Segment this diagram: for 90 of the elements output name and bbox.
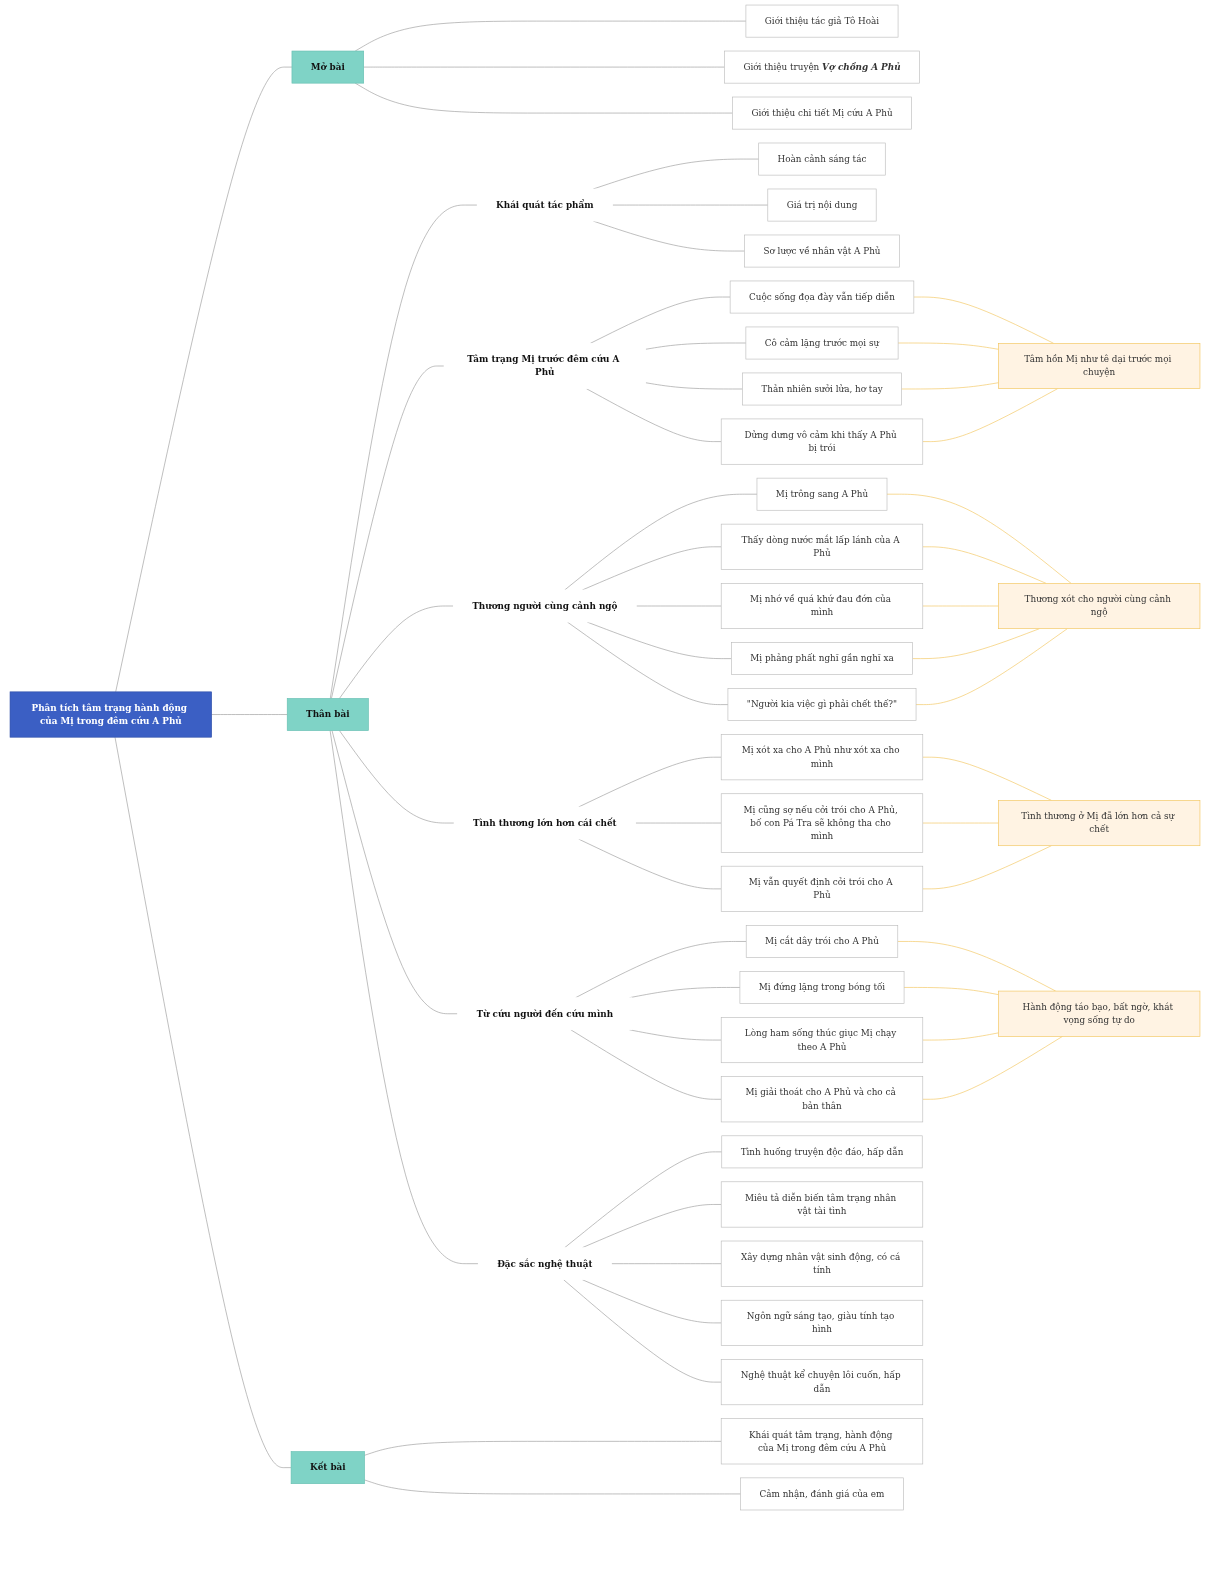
connector bbox=[886, 493, 1072, 584]
connector bbox=[635, 605, 722, 607]
node-box: Sơ lược về nhân vật A Phủ bbox=[744, 234, 900, 268]
node-box: Tình thương ở Mị đã lớn hơn cả sự chết bbox=[998, 800, 1201, 847]
node-box: Phân tích tâm trạng hành động của Mị trong đêm cứu A Phủ bbox=[9, 691, 212, 738]
node-box: Tình huống truyện độc đáo, hấp dẫn bbox=[721, 1135, 923, 1169]
node-box: Hoàn cảnh sáng tác bbox=[758, 142, 886, 176]
node-box: Giới thiệu tác giả Tô Hoài bbox=[745, 4, 899, 38]
connector bbox=[897, 941, 1056, 992]
node-box: Thản nhiên sưởi lửa, hơ tay bbox=[742, 372, 902, 406]
node-box: Xây dựng nhân vật sinh động, có cá tính bbox=[720, 1240, 924, 1287]
node-box: Thân bài bbox=[286, 698, 369, 731]
node-box: Cô cảm lặng trước mọi sự bbox=[745, 326, 899, 360]
node-box: Dửng dưng vô cảm khi thấy A Phủ bị trói bbox=[720, 418, 924, 465]
connector bbox=[645, 382, 743, 390]
node-box: Mị cũng sợ nếu cởi trói cho A Phủ, bố con Pá Tra sẽ không tha cho mình bbox=[720, 793, 924, 853]
connector bbox=[582, 1204, 722, 1248]
connector bbox=[564, 493, 758, 591]
connector bbox=[331, 365, 445, 699]
connector bbox=[575, 941, 747, 998]
connector bbox=[611, 1263, 722, 1264]
node-text: Tâm trạng Mị trước đêm cứu A Phủ bbox=[467, 354, 620, 378]
connector bbox=[339, 605, 454, 699]
node-box: Cuộc sống đọa đày vẫn tiếp diễn bbox=[729, 280, 915, 314]
connector bbox=[922, 822, 999, 824]
node-box: Cảm nhận, đánh giá của em bbox=[740, 1477, 904, 1511]
connector bbox=[115, 66, 293, 693]
connector bbox=[922, 1032, 999, 1041]
node-box: Nghệ thuật kể chuyện lôi cuốn, hấp dẫn bbox=[720, 1359, 924, 1406]
connector bbox=[629, 987, 741, 998]
node-box: Mị xót xa cho A Phủ như xót xa cho mình bbox=[720, 734, 924, 781]
node-text: Khái quát tác phẩm bbox=[496, 199, 594, 210]
node-box: Mị phảng phất nghĩ gần nghĩ xa bbox=[731, 642, 913, 675]
connector bbox=[903, 987, 999, 995]
node-box: Giới thiệu truyện Vợ chồng A Phủ bbox=[724, 50, 920, 84]
connector bbox=[897, 342, 999, 350]
node-box: "Người kia việc gì phải chết thế?" bbox=[727, 688, 917, 721]
connector bbox=[211, 714, 288, 715]
connector bbox=[922, 546, 1047, 584]
node-box: Giá trị nội dung bbox=[767, 188, 877, 222]
connector bbox=[913, 296, 1054, 344]
node-box: Mị vẫn quyết định cởi trói cho A Phủ bbox=[720, 865, 924, 912]
connector bbox=[915, 628, 1068, 705]
node-box: Ngôn ngữ sáng tạo, giàu tính tạo hình bbox=[720, 1299, 924, 1346]
connector bbox=[922, 388, 1058, 442]
connector bbox=[629, 1029, 722, 1041]
node-box: Thấy dòng nước mắt lấp lánh của A Phủ bbox=[720, 523, 924, 570]
node-box: Hành động táo bạo, bất ngờ, khát vọng sống tự do bbox=[998, 990, 1201, 1037]
connector bbox=[364, 1479, 741, 1495]
node-box: Mị cắt dây trói cho A Phủ bbox=[745, 925, 899, 958]
connector bbox=[922, 845, 1052, 890]
node-box: Mị giải thoát cho A Phủ và cho cả bản thân bbox=[720, 1076, 924, 1123]
node-box: Mị đứng lặng trong bóng tối bbox=[739, 971, 905, 1004]
connector bbox=[354, 20, 747, 52]
node-box: Mị trông sang A Phủ bbox=[756, 477, 888, 511]
connector bbox=[645, 342, 747, 350]
connector bbox=[329, 204, 478, 699]
connector bbox=[586, 388, 722, 442]
node-box: Lòng ham sống thúc giục Mị chạy theo A Phủ bbox=[720, 1017, 924, 1064]
connector bbox=[590, 296, 731, 344]
connector bbox=[364, 1441, 722, 1456]
node-text: Thương người cùng cảnh ngộ bbox=[472, 600, 618, 611]
node-box: Kết bài bbox=[290, 1451, 365, 1484]
node-text: Đặc sắc nghệ thuật bbox=[497, 1258, 593, 1269]
connector bbox=[912, 628, 1040, 659]
connector bbox=[922, 605, 999, 607]
connector bbox=[114, 736, 292, 1468]
node-text: Từ cứu người đến cứu mình bbox=[476, 1008, 614, 1019]
connector bbox=[922, 1036, 1063, 1100]
node-box: Miêu tả diễn biến tâm trạng nhân vật tài tình bbox=[720, 1181, 924, 1228]
node-box: Mở bài bbox=[291, 50, 364, 84]
connector bbox=[635, 822, 722, 824]
connector bbox=[564, 1151, 723, 1248]
connector bbox=[901, 382, 999, 390]
node-box: Khái quát tâm trạng, hành động của Mị trong đêm cứu A Phủ bbox=[720, 1418, 924, 1465]
node-text: Tình thương lớn hơn cái chết bbox=[472, 817, 617, 828]
connector bbox=[329, 730, 479, 1264]
connector bbox=[363, 66, 725, 68]
connector bbox=[567, 621, 729, 705]
connector bbox=[922, 756, 1052, 801]
connector bbox=[582, 1279, 722, 1324]
node-box: Tâm hồn Mị như tê dại trước mọi chuyện bbox=[998, 343, 1201, 389]
connector bbox=[570, 1029, 722, 1100]
connector bbox=[612, 204, 769, 206]
connector bbox=[331, 730, 458, 1015]
node-box: Mị nhớ về quá khứ đau đớn của mình bbox=[720, 583, 924, 629]
connector bbox=[563, 1279, 722, 1383]
connector bbox=[339, 730, 455, 824]
node-box: Giới thiệu chi tiết Mị cứu A Phủ bbox=[732, 96, 912, 130]
node-box: Thương xót cho người cùng cảnh ngộ bbox=[998, 583, 1201, 629]
